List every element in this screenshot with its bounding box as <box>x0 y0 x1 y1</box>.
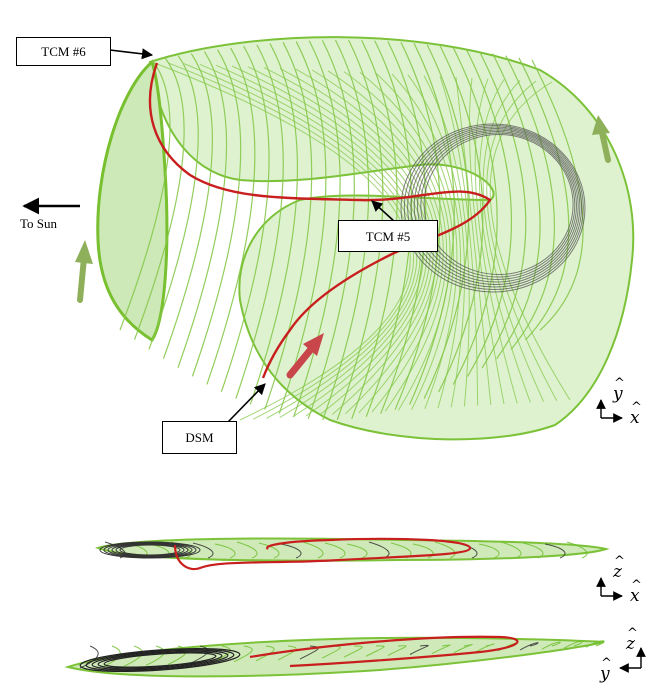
dsm-label: DSM <box>185 431 213 444</box>
tcm6-label: TCM #6 <box>41 45 85 58</box>
dsm-callout: DSM <box>162 421 237 454</box>
axis-top-vertical: ^y <box>613 386 623 403</box>
tcm6-pointer <box>110 50 152 55</box>
axis-side-horizontal: ^x <box>630 588 640 605</box>
axis-front-vertical: ^z <box>626 636 635 653</box>
tcm5-label: TCM #5 <box>366 230 410 243</box>
tcm6-callout: TCM #6 <box>16 37 111 66</box>
manifold-front-view <box>68 637 604 677</box>
manifold-left-opening <box>98 62 167 340</box>
manifold-side-view <box>98 539 606 570</box>
axis-side-vertical: ^z <box>613 564 622 581</box>
axis-front-horizontal: ^y <box>600 666 610 683</box>
tcm5-callout: TCM #5 <box>338 220 438 252</box>
sun-label: To Sun <box>20 216 57 232</box>
flow-arrow-left <box>75 240 93 300</box>
axis-top-horizontal: ^x <box>630 410 640 427</box>
